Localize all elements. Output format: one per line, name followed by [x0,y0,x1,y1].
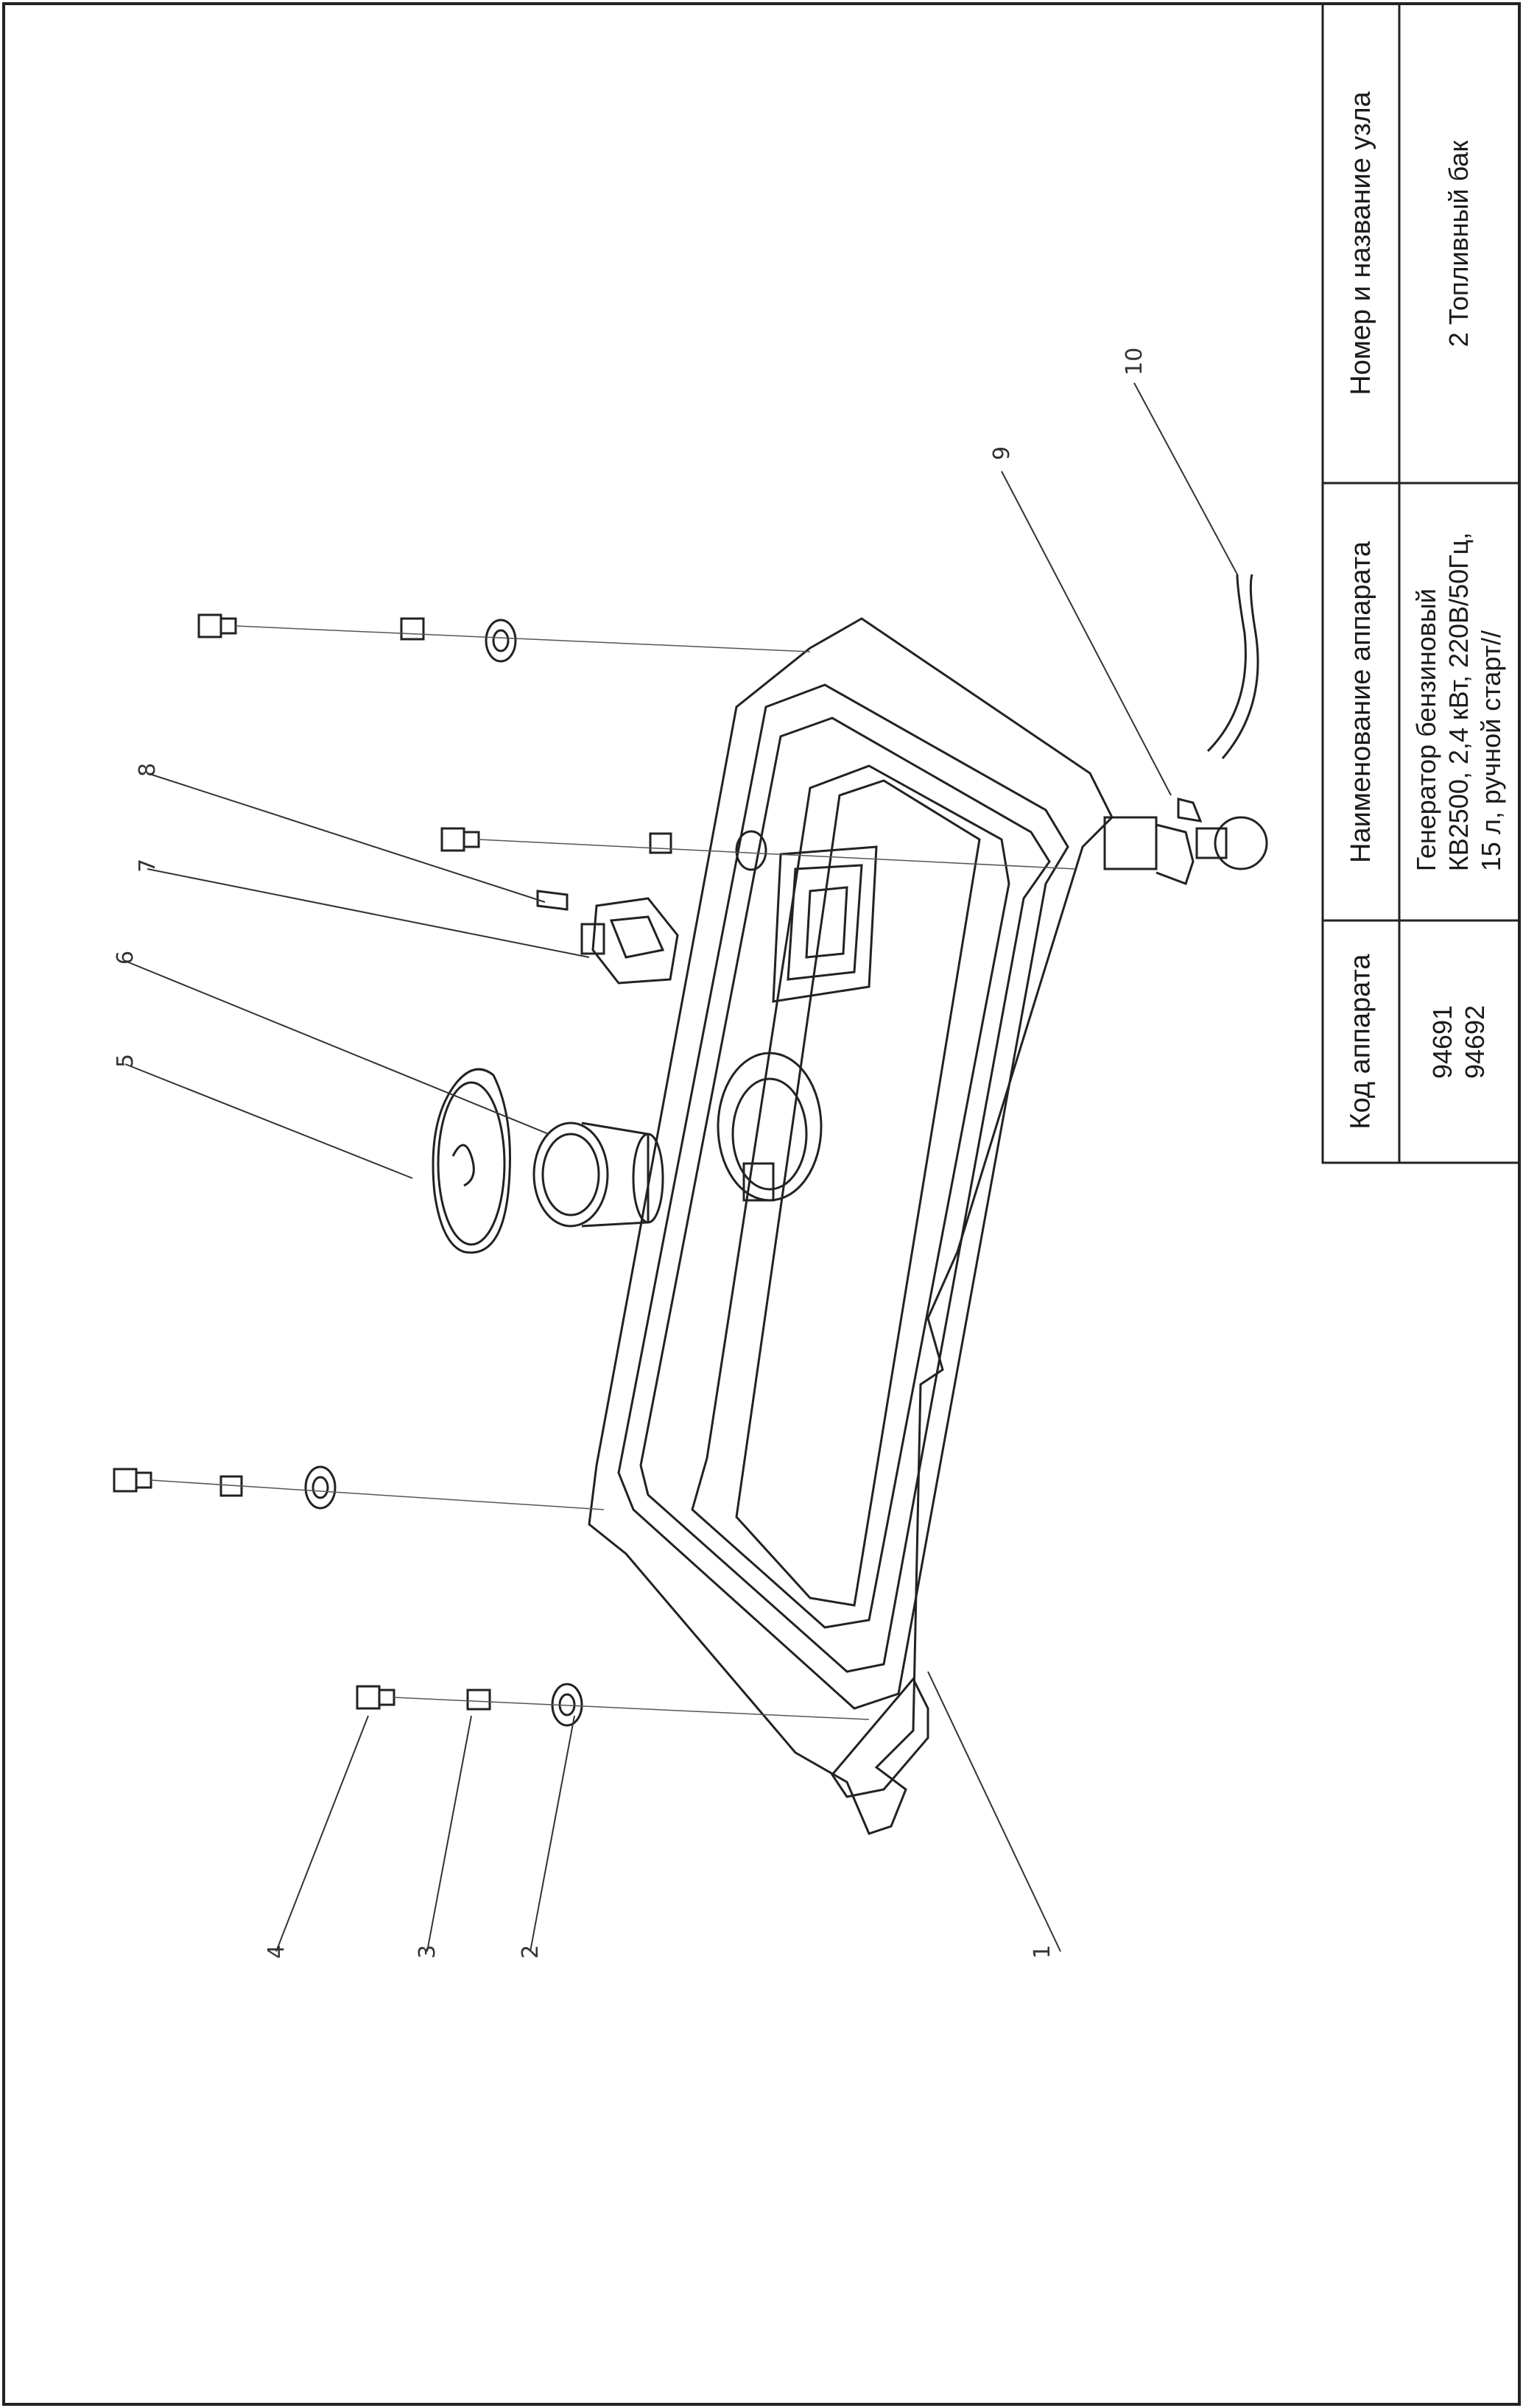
assembly-lines [150,625,1076,1720]
value-name-line-3: 15 л, ручной старт// [1476,630,1507,872]
header-unit: Номер и название узла [1345,91,1376,395]
value-code-line-1: 94691 [1427,1004,1458,1079]
callout-3: 3 [415,1945,440,1959]
leader-lines [124,382,1238,1952]
mounting-hardware [113,613,767,1727]
value-name: Генератор бензиновый КВ2500, 2,4 кВт, 22… [1411,532,1508,871]
callout-2: 2 [518,1945,544,1959]
header-code: Код аппарата [1345,954,1376,1130]
value-name-line-2: КВ2500, 2,4 кВт, 220В/50Гц, [1443,532,1474,872]
header-name: Наименование аппарата [1345,541,1376,863]
callout-7: 7 [135,859,161,873]
header-cell-unit: Номер и название узла [1323,4,1399,483]
callout-9: 9 [989,446,1015,460]
callout-6: 6 [113,951,138,965]
callout-4: 4 [264,1945,289,1959]
header-cell-name: Наименование аппарата [1323,483,1399,920]
value-cell-code: 94691 94692 [1399,920,1519,1163]
callout-10: 10 [1122,348,1147,376]
title-block-frame [1321,2,1521,1164]
fuel-gauge-window [772,845,878,1003]
callout-labels: 1 2 3 4 5 6 7 8 9 10 [113,348,1147,1959]
callout-1: 1 [1030,1945,1055,1959]
value-cell-name: Генератор бензиновый КВ2500, 2,4 кВт, 22… [1399,483,1519,920]
header-cell-code: Код аппарата [1323,920,1399,1163]
value-unit: 2 Топливный бак [1443,140,1474,347]
fuel-tank [588,617,1114,1835]
value-code-line-2: 94692 [1460,1004,1491,1079]
callout-5: 5 [113,1054,138,1068]
value-name-line-1: Генератор бензиновый [1411,588,1442,872]
callout-8: 8 [135,763,161,777]
fuel-hose [1206,574,1259,759]
value-cell-unit: 2 Топливный бак [1399,4,1519,483]
fuel-cap [432,1068,511,1254]
value-code: 94691 94692 [1427,1004,1491,1078]
filler-neck [717,1052,823,1202]
fuel-gauge [536,890,679,985]
fuel-valve [1103,798,1268,885]
fuel-strainer [532,1122,664,1228]
